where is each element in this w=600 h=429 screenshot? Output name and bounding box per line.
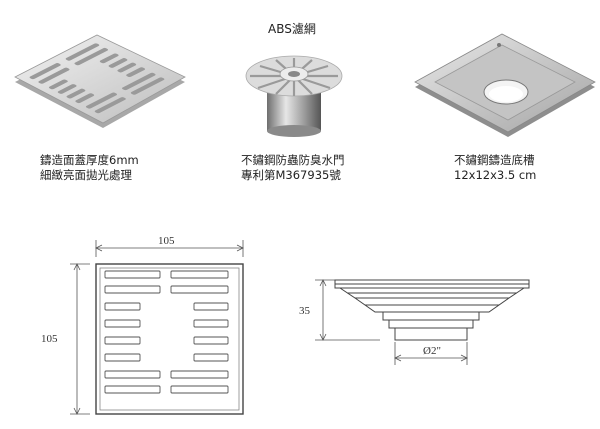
cover-plate-line1: 鑄造面蓋厚度6mm [40,153,139,167]
cover-plate-outline [95,263,244,415]
filter-label: ABS濾網 [268,22,316,36]
odor-trap-description: 不鏽鋼防蟲防臭水門 專利第M367935號 [241,153,345,183]
cover-slots [104,270,229,394]
cover-height-dimension: 105 [41,333,58,345]
drain-height-dimension: 35 [299,305,311,317]
base-tray-description: 不鏽鋼鑄造底槽 12x12x3.5 cm [454,153,536,183]
odor-trap-line2: 專利第M367935號 [241,168,341,182]
cover-plate-line2: 細緻亮面拋光處理 [40,168,132,182]
odor-trap-illustration [245,55,343,137]
base-tray-illustration [414,33,596,137]
top-view-drawing: 105 105 [41,235,244,415]
cover-width-dimension: 105 [158,235,175,247]
base-tray-line2: 12x12x3.5 cm [454,168,537,182]
cover-plate-illustration [14,34,186,128]
drain-side-profile [334,279,530,341]
side-view-drawing: 35 Ø2" [299,279,530,365]
cover-plate-description: 鑄造面蓋厚度6mm 細緻亮面拋光處理 [40,153,139,183]
base-tray-line1: 不鏽鋼鑄造底槽 [454,153,535,167]
pipe-diameter-dimension: Ø2" [423,345,441,357]
odor-trap-line1: 不鏽鋼防蟲防臭水門 [241,153,345,167]
